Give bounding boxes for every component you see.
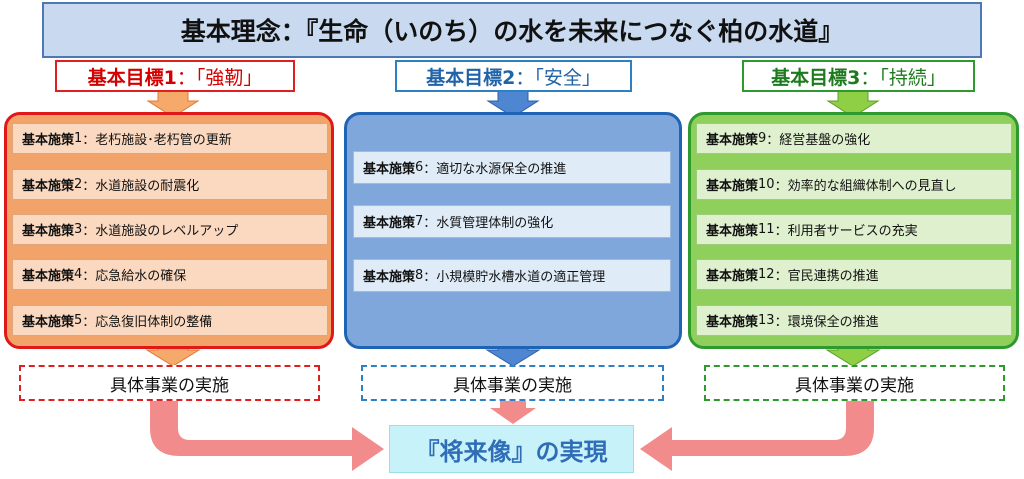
measure-text: ：応急給水の確保 xyxy=(82,269,187,284)
goal-2: 基本目標2：「安全」 xyxy=(395,60,632,92)
measure-prefix: 基本施策 xyxy=(22,133,75,148)
measure-number: 10 xyxy=(758,177,775,192)
goal-3: 基本目標3：「持続」 xyxy=(742,60,975,92)
goal-1: 基本目標1：「強靭」 xyxy=(55,60,295,92)
measure-prefix: 基本施策 xyxy=(363,162,416,177)
measure-text: ：小規模貯水槽水道の適正管理 xyxy=(423,270,606,285)
measure-number: 2 xyxy=(74,177,83,192)
measure-prefix: 基本施策 xyxy=(363,216,416,231)
basic-philosophy-title: 基本理念：『生命（いのち）の水を未来につなぐ柏の水道』 xyxy=(42,2,982,58)
goal-2-value: ：「安全」 xyxy=(515,66,601,89)
left-curved-flow-arrow xyxy=(150,400,384,471)
measure-prefix: 基本施策 xyxy=(706,179,759,194)
measure-prefix: 基本施策 xyxy=(363,270,416,285)
right-curved-flow-arrow xyxy=(640,400,874,471)
measure-number: 13 xyxy=(758,313,775,328)
measure-number: 12 xyxy=(758,267,775,282)
implementation-box-1: 具体事業の実施 xyxy=(19,365,320,401)
implementation-box-3: 具体事業の実施 xyxy=(704,365,1005,401)
goal-1-label: 基本目標1 xyxy=(87,66,177,89)
measure-text: ：水道施設のレベルアップ xyxy=(82,224,239,239)
measure-number: 3 xyxy=(74,222,83,237)
measure-number: 7 xyxy=(415,214,424,229)
measure-prefix: 基本施策 xyxy=(22,269,75,284)
measure-number: 6 xyxy=(415,160,424,175)
measure-text: ：老朽施設･老朽管の更新 xyxy=(82,133,232,148)
measure-text: ：効率的な組織体制への見直し xyxy=(774,179,957,194)
measure-prefix: 基本施策 xyxy=(706,133,759,148)
measure-text: ：経営基盤の強化 xyxy=(766,133,871,148)
measure-text: ：官民連携の推進 xyxy=(774,269,879,284)
measure-number: 8 xyxy=(415,268,424,283)
measure-number: 4 xyxy=(74,267,83,282)
measure-number: 1 xyxy=(74,131,83,146)
measure-text: ：適切な水源保全の推進 xyxy=(423,162,567,177)
measure-text: ：応急復旧体制の整備 xyxy=(82,315,213,330)
future-vision-box: 『将来像』の実現 xyxy=(389,425,634,473)
goal-1-value: ：「強靭」 xyxy=(176,66,263,89)
goal-2-label: 基本目標2 xyxy=(426,66,516,89)
measure-text: ：環境保全の推進 xyxy=(774,315,879,330)
measure-text: ：水道施設の耐震化 xyxy=(82,179,200,194)
measure-number: 9 xyxy=(758,131,767,146)
goal-3-label: 基本目標3 xyxy=(771,66,861,89)
center-flow-arrow xyxy=(490,400,536,424)
implementation-box-2: 具体事業の実施 xyxy=(361,365,664,401)
measure-prefix: 基本施策 xyxy=(706,315,759,330)
measure-prefix: 基本施策 xyxy=(706,269,759,284)
measure-prefix: 基本施策 xyxy=(22,315,75,330)
measure-prefix: 基本施策 xyxy=(22,179,75,194)
measure-number: 5 xyxy=(74,313,83,328)
measure-prefix: 基本施策 xyxy=(706,224,759,239)
goal-3-value: ：「持続」 xyxy=(860,66,946,89)
measure-number: 11 xyxy=(758,222,775,237)
measure-text: ：利用者サービスの充実 xyxy=(774,224,918,239)
measure-text: ：水質管理体制の強化 xyxy=(423,216,554,231)
measure-prefix: 基本施策 xyxy=(22,224,75,239)
